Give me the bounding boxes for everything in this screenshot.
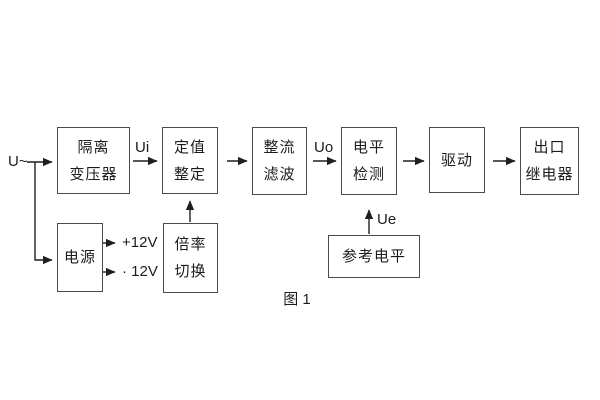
block-label: 继电器 <box>525 166 574 183</box>
block-reference-level: 参考电平 <box>328 235 420 278</box>
block-label: 倍率 <box>174 236 207 253</box>
block-label: 变压器 <box>69 165 118 183</box>
block-label: 电源 <box>63 249 96 266</box>
block-drive: 驱动 <box>429 127 485 193</box>
block-label: 驱动 <box>440 151 473 169</box>
block-label: 检测 <box>352 166 385 183</box>
block-label: 滤波 <box>263 166 296 183</box>
block-label: 整流 <box>263 139 296 156</box>
figure-caption: 图 1 <box>283 291 311 308</box>
block-ratio-switch: 倍率 切换 <box>163 223 218 293</box>
block-level-detection: 电平 检测 <box>341 127 397 195</box>
block-rectifier-filter: 整流 滤波 <box>252 127 307 195</box>
block-label: 隔离 <box>77 138 110 156</box>
block-label: 出口 <box>533 139 566 156</box>
signal-label-ue: Ue <box>377 211 397 228</box>
block-output-relay: 出口 继电器 <box>520 127 579 195</box>
arrow-input-branch-to-power <box>34 162 53 265</box>
block-setpoint-adjust: 定值 整定 <box>162 127 218 194</box>
block-label: 电平 <box>352 139 385 156</box>
block-power-supply: 电源 <box>57 223 103 292</box>
signal-label-minus-12v: · 12V <box>122 263 158 280</box>
signal-label-input-voltage: U~ <box>8 153 28 170</box>
block-isolation-transformer: 隔离 变压器 <box>57 127 130 194</box>
block-label: 参考电平 <box>341 248 406 265</box>
block-label: 整定 <box>173 165 206 183</box>
block-label: 切换 <box>174 263 207 280</box>
signal-label-uo: Uo <box>314 139 334 156</box>
block-label: 定值 <box>173 138 206 156</box>
signal-label-ui: Ui <box>135 139 150 156</box>
signal-label-plus-12v: +12V <box>122 234 158 251</box>
